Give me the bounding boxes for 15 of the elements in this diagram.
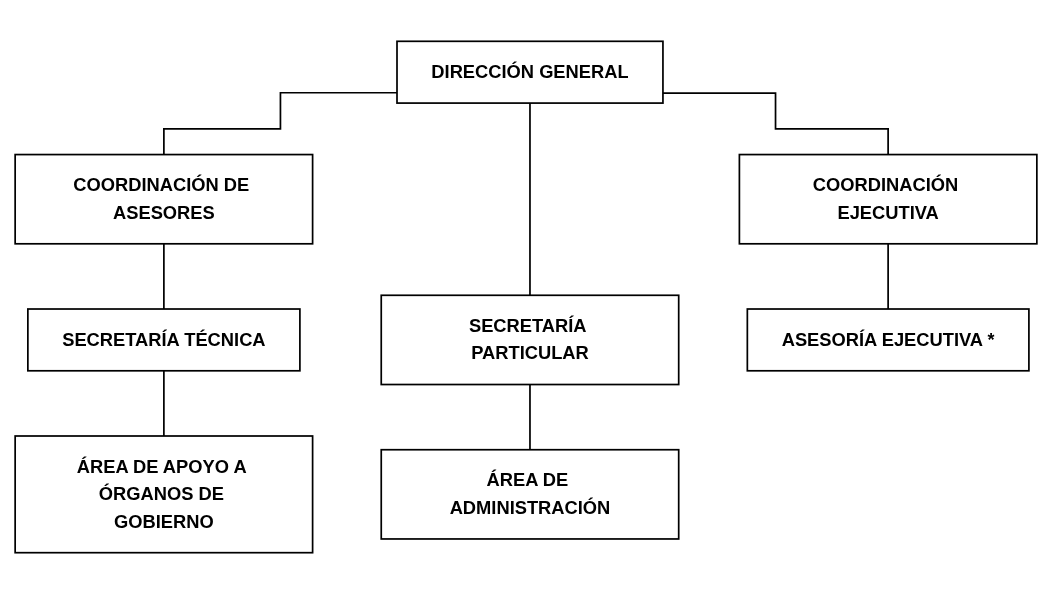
connector: [529, 102, 531, 297]
node-box: SECRETARÍA TÉCNICA: [27, 308, 301, 372]
node-box: ASESORÍA EJECUTIVA *: [746, 308, 1030, 372]
node-box: SECRETARÍA PARTICULAR: [380, 294, 680, 386]
node-box: ÁREA DE APOYO A ÓRGANOS DE GOBIERNO: [14, 435, 314, 554]
node-box: ÁREA DE ADMINISTRACIÓN: [380, 448, 680, 540]
node-box: COORDINACIÓN DE ASESORES: [14, 153, 314, 245]
connector: [529, 383, 531, 451]
node-box: DIRECCIÓN GENERAL: [396, 40, 664, 104]
connector: [662, 92, 889, 156]
connector: [163, 242, 165, 310]
connector: [887, 242, 889, 310]
node-box: COORDINACIÓN EJECUTIVA: [738, 153, 1038, 245]
connector: [163, 91, 398, 156]
connector: [163, 369, 165, 437]
